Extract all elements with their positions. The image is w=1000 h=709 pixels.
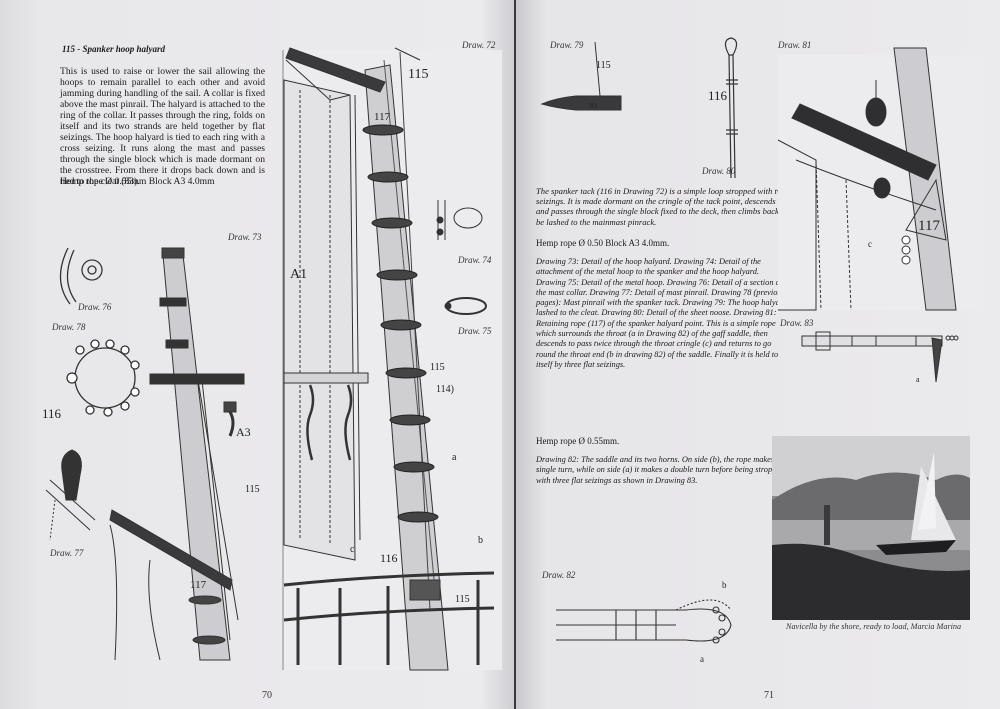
label-115-top: 115: [408, 67, 428, 82]
caption-draw-81: Draw. 81: [778, 40, 812, 50]
caption-draw-72: Draw. 72: [462, 40, 496, 50]
drawing-78: [66, 339, 140, 417]
drawing-72: [282, 47, 502, 671]
drawing-82: [556, 599, 732, 644]
label-b-draw82: b: [722, 580, 727, 590]
label-115-bottom: 115: [455, 594, 470, 605]
left-drawings: 115 117 A1 115 114) a b c 116 115 115 A3…: [42, 47, 502, 671]
caption-draw-82: Draw. 82: [542, 570, 576, 580]
label-a: a: [452, 452, 457, 463]
drawing-79: [540, 41, 622, 111]
right-page: The spanker tack (116 in Drawing 72) is …: [516, 0, 1000, 709]
label-115-draw73: 115: [245, 484, 260, 495]
drawing-list-text: Drawing 73: Detail of the hoop halyard. …: [536, 257, 787, 369]
label-115-mid: 115: [430, 362, 445, 373]
label-116-draw78: 116: [42, 406, 62, 421]
caption-draw-83: Draw. 83: [780, 318, 814, 328]
page-number-right: 71: [764, 690, 774, 701]
label-c-right: c: [868, 239, 872, 249]
drawing-75: [444, 297, 487, 315]
caption-draw-74: Draw. 74: [458, 255, 492, 265]
label-117-right: 117: [918, 218, 940, 234]
caption-draw-79: Draw. 79: [550, 40, 584, 50]
caption-draw-80: Draw. 80: [702, 166, 736, 176]
spec-tack: Hemp rope Ø 0.50 Block A3 4.0mm.: [536, 238, 670, 248]
drawing-81: [777, 47, 986, 311]
section-title: 115 - Spanker hoop halyard: [62, 44, 166, 54]
drawing-83: [801, 331, 959, 383]
photo-navicella: [772, 436, 970, 620]
label-c: c: [350, 544, 355, 555]
drawing-74: [436, 200, 483, 240]
label-117-top: 117: [374, 111, 391, 123]
caption-draw-73: Draw. 73: [228, 232, 262, 242]
drawing-76: [59, 247, 103, 305]
label-83: 83: [590, 102, 598, 110]
halyard-body-text: This is used to raise or lower the sail …: [60, 66, 265, 187]
page-number-left: 70: [262, 690, 272, 701]
halyard-spec: Hemp rope Ø 0.55mm Block A3 4.0mm: [60, 176, 215, 187]
label-A1: A1: [290, 267, 307, 282]
spec-retaining: Hemp rope Ø 0.55mm.: [536, 436, 620, 446]
spanker-tack-text: The spanker tack (116 in Drawing 72) is …: [536, 186, 788, 227]
label-a-draw82: a: [700, 654, 704, 664]
label-116-mast: 116: [380, 551, 398, 565]
photo-caption: Navicella by the shore, ready to load, M…: [786, 622, 962, 631]
drawing-73: [109, 247, 245, 661]
left-page: 115 - Spanker hoop halyard This is used …: [0, 0, 514, 709]
right-drawings: 115 83 116 117 c a b a: [540, 37, 986, 664]
drawing-77: [45, 449, 96, 541]
drawing-80: [724, 37, 738, 179]
drawing-82-text: Drawing 82: The saddle and its two horns…: [536, 455, 785, 485]
label-b: b: [478, 535, 483, 546]
label-116-right: 116: [708, 88, 728, 103]
label-117-draw73: 117: [190, 579, 207, 591]
label-a-draw83: a: [916, 375, 920, 384]
label-A3: A3: [236, 425, 251, 439]
caption-draw-75: Draw. 75: [458, 326, 492, 336]
caption-draw-77: Draw. 77: [50, 548, 84, 558]
caption-draw-78: Draw. 78: [52, 322, 86, 332]
caption-draw-76: Draw. 76: [78, 302, 112, 312]
label-115-right: 115: [596, 60, 611, 71]
label-114: 114): [436, 384, 454, 395]
